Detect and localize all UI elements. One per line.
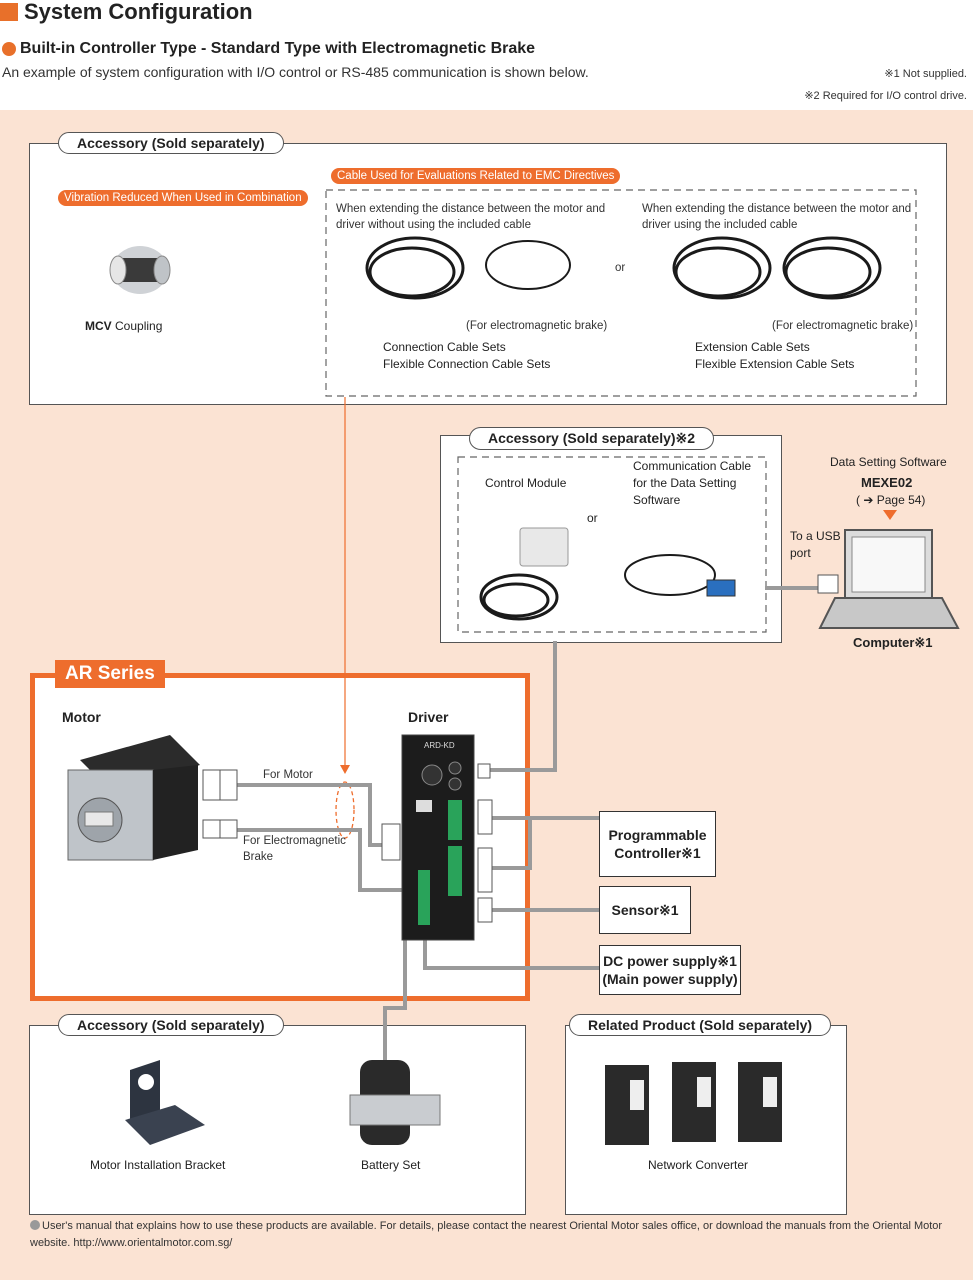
note-io-control: ※2 Required for I/O control drive. [804, 90, 967, 102]
for-brake-label: For Electromagnetic Brake [243, 835, 346, 863]
wire-dc-power [423, 940, 600, 970]
related-product-label: Related Product (Sold separately) [569, 1014, 832, 1036]
battery-label: Battery Set [361, 1158, 421, 1172]
flexible-connection-cable-sets: Flexible Connection Cable Sets [383, 357, 551, 371]
mid-accessory-box [440, 435, 782, 643]
wire-motor [236, 783, 390, 847]
title-text: System Configuration [24, 0, 253, 24]
wire-plc-2 [492, 818, 532, 870]
emc-cable-highlight [335, 781, 355, 839]
mid-accessory-label: Accessory (Sold separately)※2 [469, 427, 715, 450]
coupling-label: MCV Coupling [85, 318, 162, 335]
driver-illustration [401, 734, 475, 941]
page-title: System Configuration [0, 0, 253, 24]
subtitle-text: Built-in Controller Type - Standard Type… [20, 40, 536, 57]
mid-or: or [587, 511, 598, 525]
mid-accessory-dashed-region [457, 456, 767, 633]
laptop-illustration [818, 510, 960, 629]
motor-label: Motor [62, 709, 101, 725]
top-accessory-label: Accessory (Sold separately) [58, 132, 284, 154]
page-ref: ( ➔ Page 54) [856, 493, 926, 507]
note-not-supplied: ※1 Not supplied. [884, 68, 967, 80]
emc-right-desc: When extending the distance between the … [642, 203, 912, 231]
footer-dot-icon [30, 1220, 40, 1230]
plc-box: Programmable Controller※1 [599, 811, 716, 877]
comm-cable-label: Communication Cable for the Data Setting… [633, 459, 752, 507]
network-converter-label: Network Converter [648, 1158, 749, 1172]
vibration-tag: Vibration Reduced When Used in Combinati… [58, 190, 308, 206]
extension-cable-sets: Extension Cable Sets [695, 340, 810, 354]
brake-note-right: (For electromagnetic brake) [772, 320, 914, 332]
software-label: Data Setting Software [830, 455, 947, 469]
bracket-label: Motor Installation Bracket [90, 1158, 226, 1172]
section-subtitle: Built-in Controller Type - Standard Type… [2, 40, 535, 58]
bottom-accessory-label: Accessory (Sold separately) [58, 1014, 284, 1036]
usb-port-label: To a USB port [790, 529, 841, 560]
bullet-dot-icon [2, 42, 16, 56]
battery-illustration [349, 1060, 441, 1145]
ar-series-tag: AR Series [55, 660, 165, 688]
wire-battery [383, 940, 407, 1060]
intro-text: An example of system configuration with … [2, 64, 589, 80]
cable-coils [365, 236, 882, 621]
dc-power-box: DC power supply※1 (Main power supply) [599, 945, 741, 995]
motor-illustration [67, 735, 200, 861]
coupling-illustration [109, 246, 171, 294]
control-module-label: Control Module [485, 476, 567, 490]
emc-or: or [615, 262, 626, 274]
software-name: MEXE02 [861, 475, 913, 490]
computer-label: Computer※1 [853, 635, 933, 650]
brake-note-left: (For electromagnetic brake) [466, 320, 608, 332]
for-motor-label: For Motor [263, 769, 313, 781]
flexible-extension-cable-sets: Flexible Extension Cable Sets [695, 357, 855, 371]
driver-label: Driver [408, 709, 449, 725]
coupling-text: Coupling [111, 319, 163, 333]
coupling-model: MCV [85, 319, 112, 333]
emc-left-desc: When extending the distance between the … [336, 203, 606, 231]
usb-converter-illustration [706, 579, 736, 597]
control-module-illustration [519, 527, 569, 567]
footer-text: User's manual that explains how to use t… [30, 1220, 943, 1249]
driver-model: ARD-KD [424, 741, 455, 750]
network-converter-illustration [605, 1062, 782, 1145]
connection-cable-sets: Connection Cable Sets [383, 340, 506, 354]
wire-comm [488, 641, 557, 772]
title-square-icon [0, 3, 18, 21]
sensor-box: Sensor※1 [599, 886, 691, 934]
wire-brake [236, 828, 418, 892]
emc-tag: Cable Used for Evaluations Related to EM… [331, 168, 621, 184]
bottom-accessory-box [29, 1025, 526, 1215]
bracket-illustration [125, 1060, 205, 1145]
footer-note: User's manual that explains how to use t… [30, 1218, 950, 1252]
emc-cable-dashed-region [325, 189, 917, 397]
emc-arrow-head [340, 765, 350, 774]
